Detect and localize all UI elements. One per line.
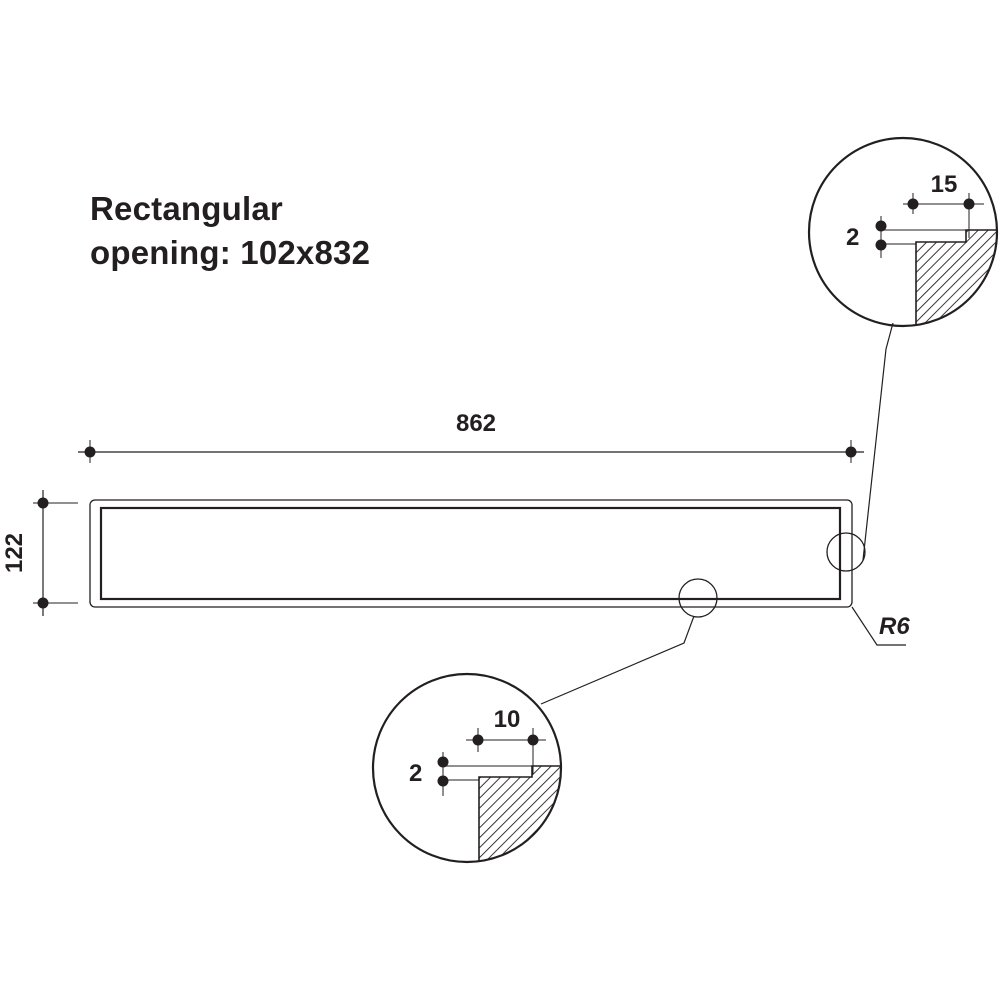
dimension-dot [84,446,96,458]
radius-label: R6 [879,613,910,640]
title-line-2: opening: 102x832 [90,234,371,271]
detail-right-offset-label: 15 [931,171,958,198]
dimension-dot [845,446,857,458]
width-dimension-label: 862 [456,410,496,437]
detail-markers [540,322,894,705]
detail-bubble-right: 15 2 [807,136,999,328]
detail-bottom-offset-label: 10 [494,706,521,733]
height-dimension-label: 122 [1,533,28,573]
detail-marker-right [826,532,866,572]
width-dimension: 862 [78,410,864,463]
dimension-dot [37,497,49,509]
dimension-dot [472,734,484,746]
dimension-dot [907,198,919,210]
frame-outer-edge [89,499,853,608]
leader-line-bottom [540,615,695,705]
height-dimension: 122 [1,490,78,616]
detail-right-step-label: 2 [846,224,859,251]
dimension-dot [875,220,887,232]
frame-outline [89,499,853,608]
title-line-1: Rectangular [90,190,283,227]
dimension-dot [875,239,887,251]
detail-bottom-step-label: 2 [409,760,422,787]
detail-bubble-bottom: 10 2 [371,672,563,864]
detail-circle-bottom [371,672,563,864]
leader-line-right [862,322,894,561]
dimension-dot [437,756,449,768]
dimension-dot [437,775,449,787]
dimension-dot [37,597,49,609]
hatched-section [915,229,997,326]
dimension-dot [963,198,975,210]
frame-inner-edge [99,506,842,601]
detail-circle-right [807,136,999,328]
dimension-dot [527,734,539,746]
hatched-section [478,765,561,862]
detail-marker-bottom [678,578,718,618]
radius-callout: R6 [851,606,910,646]
